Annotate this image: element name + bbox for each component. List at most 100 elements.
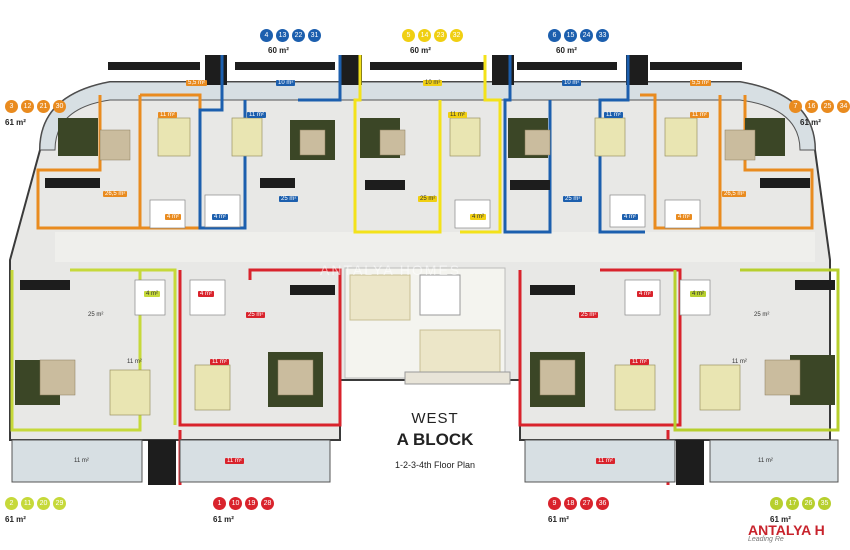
- outline-u-bot-red2: [518, 268, 682, 427]
- unit-number-badge: 16: [805, 100, 818, 113]
- unit-numbers: 8 17 26 35: [770, 497, 831, 510]
- unit-number-badge: 26: [802, 497, 815, 510]
- unit-number-badge: 21: [37, 100, 50, 113]
- room-area-tag: 11 m²: [604, 112, 623, 118]
- outline-u-top-blue2: [503, 55, 552, 234]
- room-area-tag: 4 m²: [622, 214, 638, 220]
- room-area-tag: 25 m²: [563, 196, 583, 202]
- unit-number-badge: 14: [418, 29, 431, 42]
- room-area-tag: 11 m²: [225, 458, 244, 464]
- unit-numbers: 7 16 25 34: [789, 100, 850, 113]
- room-area-tag: 26,5 m²: [103, 191, 128, 197]
- unit-number-badge: 23: [434, 29, 447, 42]
- beds: [109, 117, 741, 416]
- room-area-tag: 11 m²: [732, 359, 747, 365]
- unit-number-badge: 2: [5, 497, 18, 510]
- unit-area: 61 m²: [5, 118, 26, 127]
- room-area-tag: 25 m²: [88, 312, 104, 318]
- unit-number-badge: 36: [596, 497, 609, 510]
- logo-tagline: Leading Re: [748, 536, 784, 543]
- unit-number-badge: 8: [770, 497, 783, 510]
- room-area-tag: 4 m²: [690, 291, 706, 297]
- outline-u-bot-right: [673, 268, 840, 432]
- unit-number-badge: 24: [580, 29, 593, 42]
- unit-number-badge: 1: [213, 497, 226, 510]
- room-area-tag: 25 m²: [754, 312, 770, 318]
- unit-number-badge: 29: [53, 497, 66, 510]
- room-area-tag: 11 m²: [74, 458, 89, 464]
- unit-area: 61 m²: [548, 515, 569, 524]
- unit-number-badge: 7: [789, 100, 802, 113]
- room-area-tag: 11 m²: [758, 458, 773, 464]
- unit-numbers: 2 11 20 29: [5, 497, 66, 510]
- plan-title-block: WEST A BLOCK 1-2-3-4th Floor Plan: [380, 410, 490, 470]
- unit-number-badge: 6: [548, 29, 561, 42]
- unit-number-badge: 27: [580, 497, 593, 510]
- room-area-tag: 10 m²: [276, 80, 296, 86]
- room-area-tag: 25 m²: [418, 196, 438, 202]
- room-area-tag: 10 m²: [562, 80, 582, 86]
- unit-number-badge: 15: [564, 29, 577, 42]
- unit-numbers: 6 15 24 33: [548, 29, 609, 42]
- room-area-tag: 11 m²: [158, 112, 177, 118]
- unit-number-badge: 20: [37, 497, 50, 510]
- unit-number-badge: 4: [260, 29, 273, 42]
- unit-area: 60 m²: [410, 46, 431, 55]
- unit-number-badge: 3: [5, 100, 18, 113]
- unit-number-badge: 31: [308, 29, 321, 42]
- room-area-tag: 11 m²: [210, 359, 229, 365]
- unit-numbers: 3 12 21 30: [5, 100, 66, 113]
- rugs: [39, 129, 801, 396]
- room-area-tag: 4 m²: [470, 214, 486, 220]
- unit-area: 60 m²: [268, 46, 289, 55]
- unit-number-badge: 5: [402, 29, 415, 42]
- room-area-tag: 10 m²: [423, 80, 443, 86]
- unit-number-badge: 35: [818, 497, 831, 510]
- unit-number-badge: 13: [276, 29, 289, 42]
- unit-number-badge: 17: [786, 497, 799, 510]
- room-area-tag: 4 m²: [165, 214, 181, 220]
- unit-number-badge: 32: [450, 29, 463, 42]
- watermark: ANTALYA HOMES: [320, 262, 462, 278]
- unit-number-badge: 12: [21, 100, 34, 113]
- unit-number-badge: 19: [245, 497, 258, 510]
- unit-area: 60 m²: [556, 46, 577, 55]
- outline-u-top-blue1: [198, 55, 247, 230]
- room-area-tag: 4 m²: [144, 291, 160, 297]
- room-area-tag: 11 m²: [247, 112, 266, 118]
- plan-title-west: WEST: [411, 410, 459, 427]
- unit-number-badge: 30: [53, 100, 66, 113]
- unit-area: 61 m²: [800, 118, 821, 127]
- logo-text: ANTALYA H: [748, 522, 825, 538]
- unit-number-badge: 25: [821, 100, 834, 113]
- unit-number-badge: 28: [261, 497, 274, 510]
- outline-u-bot-left: [10, 268, 142, 432]
- outline-u-bot-red1: [178, 268, 342, 427]
- unit-numbers: 1 10 19 28: [213, 497, 274, 510]
- kitchens: [20, 178, 835, 295]
- room-area-tag: 11 m²: [630, 359, 649, 365]
- room-area-tag: 4 m²: [676, 214, 692, 220]
- unit-number-badge: 22: [292, 29, 305, 42]
- room-area-tag: 5,5 m²: [186, 80, 208, 86]
- plan-subtitle: 1-2-3-4th Floor Plan: [394, 460, 476, 470]
- unit-number-badge: 11: [21, 497, 34, 510]
- room-area-tag: 4 m²: [637, 291, 653, 297]
- room-area-tag: 11 m²: [127, 359, 142, 365]
- unit-numbers: 5 14 23 32: [402, 29, 463, 42]
- room-area-tag: 25 m²: [279, 196, 299, 202]
- unit-number-badge: 33: [596, 29, 609, 42]
- stair-core: [344, 267, 511, 385]
- unit-area: 61 m²: [770, 515, 791, 524]
- unit-number-badge: 18: [564, 497, 577, 510]
- unit-number-badge: 9: [548, 497, 561, 510]
- unit-area: 61 m²: [5, 515, 26, 524]
- outline-u-top-right: [640, 93, 722, 230]
- room-area-tag: 25 m²: [246, 312, 266, 318]
- room-area-tag: 4 m²: [198, 291, 214, 297]
- corridor: [55, 232, 815, 262]
- brand-logo: ANTALYA H Leading Re: [748, 522, 825, 543]
- room-area-tag: 26,5 m²: [722, 191, 747, 197]
- room-area-tag: 11 m²: [448, 112, 467, 118]
